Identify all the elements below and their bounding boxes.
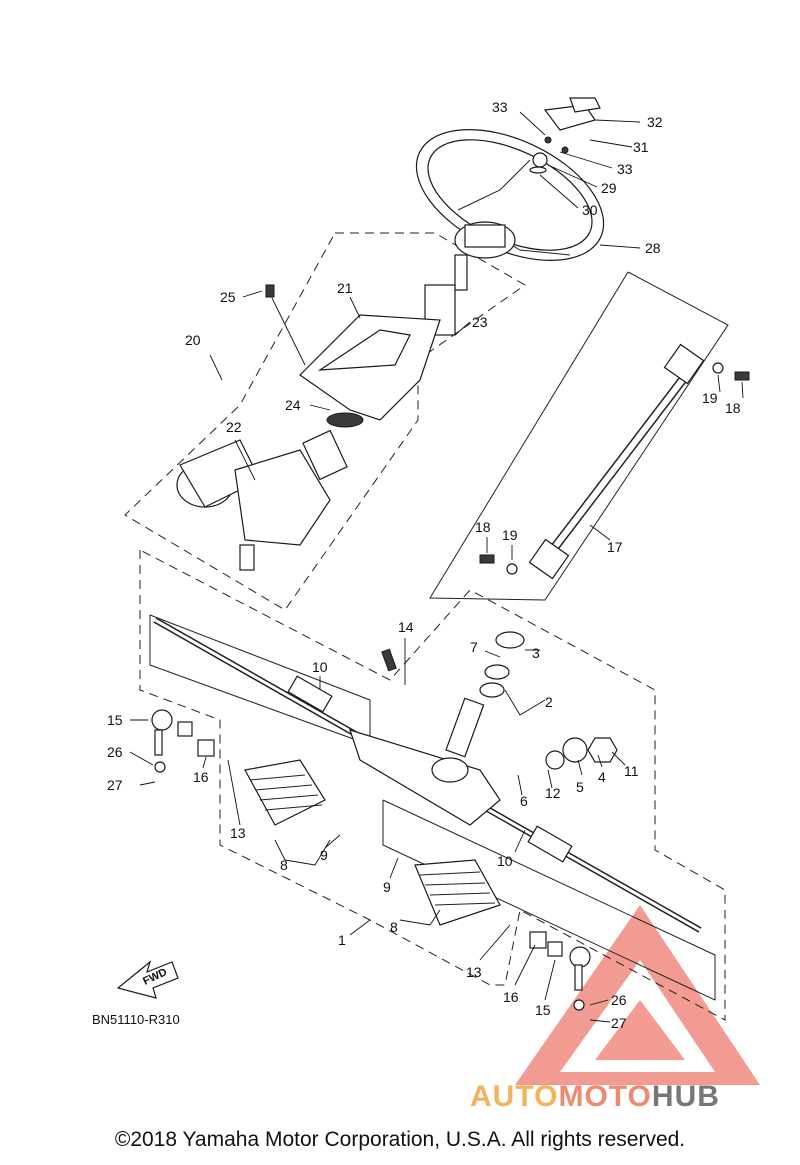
callout-7: 7 <box>470 639 478 655</box>
callout-10-right: 10 <box>497 853 513 869</box>
fwd-arrow: FWD <box>116 960 179 999</box>
watermark-text: AUTOMOTOHUB <box>470 1080 720 1114</box>
callout-3: 3 <box>532 645 540 661</box>
callout-8-left: 8 <box>280 857 288 873</box>
callout-8-right: 8 <box>390 919 398 935</box>
group-1-boundary <box>139 549 726 1021</box>
callout-2: 2 <box>545 694 553 710</box>
watermark-hub: HUB <box>651 1080 720 1113</box>
callout-20: 20 <box>185 332 201 348</box>
callout-11: 11 <box>624 763 639 779</box>
callout-16-left: 16 <box>193 769 209 785</box>
callout-14: 14 <box>398 619 414 635</box>
callout-33-top: 33 <box>492 99 508 115</box>
callout-17: 17 <box>607 539 623 555</box>
intermediate-shaft <box>528 343 705 580</box>
callout-30: 30 <box>582 202 598 218</box>
callout-19-top: 19 <box>702 390 718 406</box>
callout-26-right: 26 <box>611 992 627 1008</box>
callout-4: 4 <box>598 769 606 785</box>
callout-27-right: 27 <box>611 1015 627 1031</box>
small-parts <box>151 284 750 1011</box>
callout-33: 33 <box>617 161 633 177</box>
callout-27-left: 27 <box>107 777 123 793</box>
callout-18-top: 18 <box>725 400 741 416</box>
steering-wheel <box>415 129 605 261</box>
rack-boots <box>244 759 501 926</box>
callout-15-left: 15 <box>107 712 123 728</box>
callout-labels: 33 32 31 33 29 30 28 25 21 23 20 24 22 1… <box>107 99 741 1031</box>
callout-5: 5 <box>576 779 584 795</box>
callout-25: 25 <box>220 289 236 305</box>
hub-cap-parts <box>529 97 601 174</box>
callout-6: 6 <box>520 793 528 809</box>
shaft-17-boundary <box>429 271 729 601</box>
callout-9-left: 9 <box>320 847 328 863</box>
callout-12: 12 <box>545 785 561 801</box>
callout-21: 21 <box>337 280 353 296</box>
group-20-boundary <box>124 232 526 611</box>
eps-motor-unit <box>176 429 348 571</box>
callout-23: 23 <box>472 314 488 330</box>
callout-9-right: 9 <box>383 879 391 895</box>
diagram-reference-code: BN51110-R310 <box>92 1012 180 1027</box>
callout-1: 1 <box>338 932 346 948</box>
callout-32: 32 <box>647 114 663 130</box>
steering-column <box>299 254 468 428</box>
rack-right-boundary <box>382 799 716 1001</box>
callout-26-left: 26 <box>107 744 123 760</box>
callout-24: 24 <box>285 397 301 413</box>
callout-16-right: 16 <box>503 989 519 1005</box>
callout-15-right: 15 <box>535 1002 551 1018</box>
callout-22: 22 <box>226 419 242 435</box>
callout-13-left: 13 <box>230 825 246 841</box>
watermark-auto: AUTO <box>470 1080 559 1113</box>
callout-31: 31 <box>633 139 649 155</box>
leader-lines <box>129 111 744 1023</box>
callout-18: 18 <box>475 519 491 535</box>
callout-10-left: 10 <box>312 659 328 675</box>
callout-19: 19 <box>502 527 518 543</box>
copyright-notice: ©2018 Yamaha Motor Corporation, U.S.A. A… <box>114 1128 686 1151</box>
steering-rack <box>153 617 702 933</box>
callout-29: 29 <box>601 180 617 196</box>
watermark-triangle-logo <box>515 905 760 1085</box>
callout-13-right: 13 <box>466 964 482 980</box>
watermark-moto: MOTO <box>558 1080 652 1113</box>
callout-28: 28 <box>645 240 661 256</box>
